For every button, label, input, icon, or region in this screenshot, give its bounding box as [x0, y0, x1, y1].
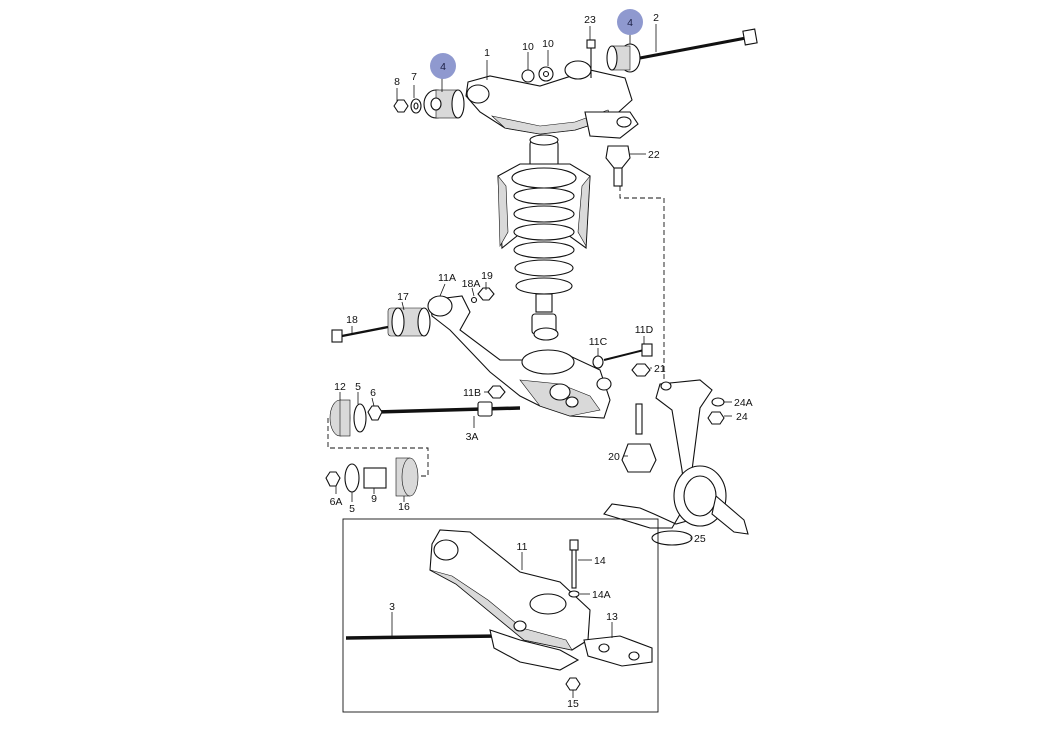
- washer-5-lower: [344, 463, 360, 493]
- label-8: 8: [394, 76, 400, 88]
- label-1: 1: [484, 47, 490, 59]
- bush-4-right: [606, 43, 641, 73]
- label-22: 22: [648, 149, 660, 161]
- callout-4-right[interactable]: 4: [617, 9, 643, 35]
- label-11d: 11D: [635, 324, 654, 336]
- ball-joint-22: [605, 145, 631, 187]
- spacer-9: [363, 467, 387, 489]
- callout-4-right-label: 4: [627, 17, 633, 29]
- bolt-2: [639, 28, 758, 60]
- inset-arm-13: [583, 635, 653, 667]
- inset-wishbone-11: [429, 529, 591, 651]
- nut-24: [707, 411, 725, 425]
- bush-12: [329, 399, 351, 437]
- callout-4-left[interactable]: 4: [430, 53, 456, 79]
- label-18: 18: [346, 314, 358, 326]
- assembly-leader-left: [327, 418, 429, 477]
- label-10-b: 10: [542, 38, 554, 50]
- nut-6: [367, 405, 383, 421]
- bush-4-left: [423, 89, 465, 119]
- bolt-23: [586, 39, 596, 78]
- label-14: 14: [594, 555, 606, 567]
- label-10-a: 10: [522, 41, 534, 53]
- label-6a: 6A: [330, 496, 343, 508]
- washer-7: [410, 98, 422, 114]
- label-20: 20: [608, 451, 620, 463]
- washer-10-a: [521, 69, 535, 83]
- label-13: 13: [606, 611, 618, 623]
- nut-8: [393, 99, 409, 113]
- washer-10-b: [538, 66, 554, 82]
- label-7: 7: [411, 71, 417, 83]
- nut-21: [631, 363, 651, 377]
- label-24: 24: [736, 411, 748, 423]
- ball-joint-20: [621, 403, 657, 473]
- inset-bolt-14: [569, 539, 579, 589]
- radius-rod-3a: [375, 401, 521, 417]
- lower-arm-11a: [427, 295, 612, 419]
- callout-4-left-label: 4: [440, 61, 446, 73]
- part-labels: 1 2 8 7 10 10 23 22 11A 18A 19 17 18 11C…: [330, 12, 753, 710]
- washer-5-upper: [353, 403, 367, 433]
- bolt-11d: [603, 343, 653, 361]
- label-11a: 11A: [438, 272, 456, 284]
- label-5-upper: 5: [355, 381, 361, 393]
- nut-24a: [711, 397, 725, 407]
- nut-11b: [487, 385, 506, 399]
- pin-18a: [470, 296, 478, 304]
- label-17: 17: [397, 291, 409, 303]
- label-16: 16: [398, 501, 410, 513]
- inset-frame: [342, 518, 659, 713]
- label-11: 11: [517, 541, 528, 553]
- washer-11c: [592, 355, 604, 369]
- label-3: 3: [389, 601, 395, 613]
- coil-spring: [497, 134, 591, 341]
- nut-19: [477, 287, 495, 301]
- bush-17: [387, 307, 431, 337]
- label-23: 23: [584, 14, 596, 26]
- label-24a: 24A: [734, 397, 753, 409]
- nut-6a: [325, 471, 341, 487]
- label-18a: 18A: [462, 278, 481, 290]
- label-14a: 14A: [592, 589, 611, 601]
- label-11c: 11C: [589, 336, 608, 348]
- inset-nut-15: [565, 677, 581, 691]
- label-19: 19: [481, 270, 493, 282]
- label-5-lower: 5: [349, 503, 355, 515]
- label-11b: 11B: [463, 387, 481, 399]
- bush-16: [395, 457, 419, 497]
- label-21: 21: [654, 363, 666, 375]
- assembly-leader-right: [619, 186, 665, 380]
- steering-knuckle: [603, 379, 749, 535]
- label-25: 25: [694, 533, 706, 545]
- inset-rod-3: [345, 629, 580, 671]
- label-12: 12: [334, 381, 346, 393]
- label-3a: 3A: [466, 431, 479, 443]
- leader-lines: [335, 24, 732, 698]
- bolt-18: [331, 325, 389, 343]
- upper-wishbone: [465, 60, 639, 139]
- inset-washer-14a: [568, 590, 580, 598]
- label-2: 2: [653, 12, 659, 24]
- label-15: 15: [567, 698, 579, 710]
- label-6: 6: [370, 387, 376, 399]
- label-9: 9: [371, 493, 377, 505]
